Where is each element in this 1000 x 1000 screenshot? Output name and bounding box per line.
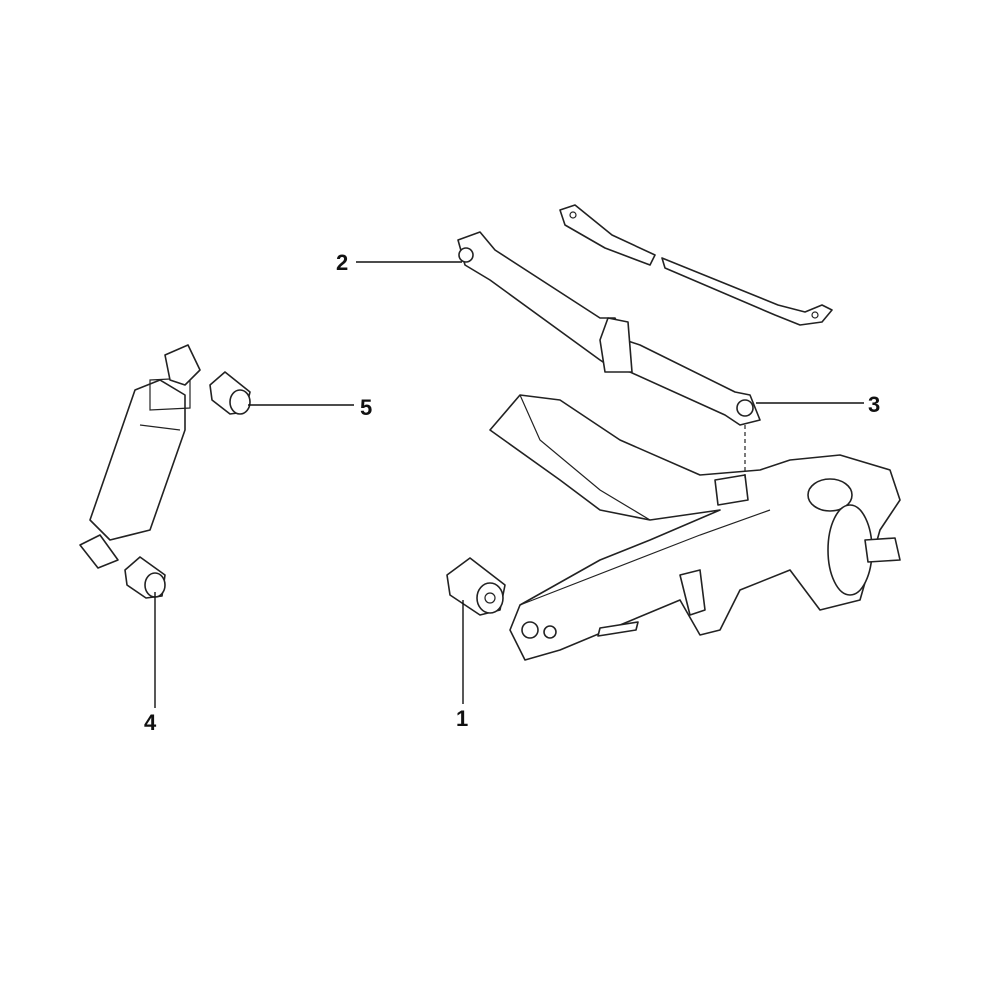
trailing-arm-axle <box>489 394 901 661</box>
callout-1: 1 <box>456 706 469 731</box>
lateral-link-rear <box>559 204 833 326</box>
shock-absorber <box>79 344 201 569</box>
bushing-4 <box>124 556 166 599</box>
bushing-1 <box>446 557 506 616</box>
callout-2: 2 <box>336 250 349 275</box>
callout-4: 4 <box>144 710 157 735</box>
bushing-5 <box>209 371 251 415</box>
callout-5: 5 <box>360 395 373 420</box>
callout-3: 3 <box>868 392 881 417</box>
upper-control-arm <box>457 231 761 426</box>
